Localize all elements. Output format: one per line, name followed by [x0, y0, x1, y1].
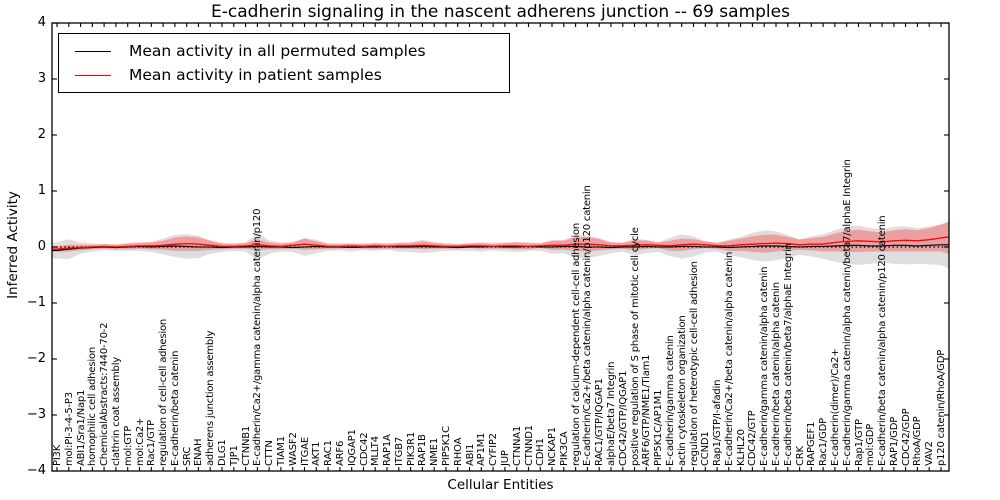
x-tick-label: PIP5K1C	[441, 426, 452, 466]
x-tick-label: TIAM1	[275, 436, 287, 466]
y-tick-label: 3	[37, 71, 46, 86]
x-tick-label: RAP1A	[382, 434, 393, 466]
x-tick-label: E-cadherin/Ca2+/beta catenin/alpha caten…	[582, 185, 594, 466]
x-tick-label: ABI1	[464, 443, 476, 466]
x-tick-label: E-cadherin/Ca2+/beta catenin/alpha caten…	[723, 251, 735, 466]
y-tick-label: 2	[37, 127, 46, 142]
x-tick-label: homophilic cell adhesion	[87, 346, 99, 466]
x-tick-label: CTNNA1	[511, 425, 523, 466]
legend: Mean activity in all permuted samples Me…	[58, 33, 510, 93]
x-tick-label: VAV2	[924, 441, 936, 466]
x-tick-label: CDC42/GTP/IQGAP1	[617, 370, 629, 466]
x-tick-label: Rac1/GDP	[818, 418, 830, 466]
y-tick-label: −3	[26, 407, 46, 422]
x-tick-label: ITGB7	[393, 436, 405, 466]
x-tick-label: RAP1B	[417, 434, 429, 466]
x-tick-label: mol:GTP	[122, 425, 134, 466]
series-line-1	[52, 236, 950, 250]
x-tick-label: PIK3R1	[405, 431, 417, 466]
x-tick-label: adherens junction assembly	[205, 330, 217, 466]
red-line-swatch	[75, 74, 111, 76]
x-tick-label: E-cadherin/beta catenin/alpha catenin	[771, 282, 782, 466]
x-tick-label: mol:Ca2+	[134, 417, 146, 466]
y-tick-label: −2	[26, 351, 46, 366]
x-tick-label: mol:GDP	[865, 423, 877, 466]
x-tick-label: Rac1/GTP	[146, 419, 158, 466]
x-tick-label: AP1M1	[476, 432, 488, 466]
x-tick-label: AKT1	[311, 441, 323, 466]
x-tick-label: CDH1	[535, 438, 547, 466]
x-tick-label: regulation of cell-cell adhesion	[158, 319, 170, 466]
legend-label: Mean activity in patient samples	[129, 66, 382, 84]
x-tick-label: ABI1/Sra1/Nap1	[75, 389, 87, 466]
x-tick-label: E-cadherin/beta catenin/beta7/alphaE Int…	[782, 243, 794, 466]
x-tick-label: E-cadherin/Ca2+/gamma catenin/alpha cate…	[252, 208, 264, 466]
x-tick-label: RAC1	[323, 440, 335, 466]
x-tick-label: Rap1/GTP	[853, 419, 865, 466]
x-tick-label: NCKAP1	[547, 427, 558, 466]
x-tick-label: E-cadherin/gamma catenin/alpha catenin	[759, 266, 771, 466]
x-axis-label: Cellular Entities	[447, 477, 554, 493]
x-tick-label: regulation of calcium-dependent cell-cel…	[570, 222, 582, 466]
x-tick-label: CRK	[794, 446, 806, 466]
x-tick-label: RhoA/GDP	[912, 416, 924, 467]
x-tick-label: ARF6	[334, 440, 346, 466]
x-tick-label: NME1	[429, 438, 441, 466]
x-tick-label: actin cytoskeleton organization	[676, 315, 688, 466]
x-tick-label: CTTN	[264, 440, 276, 466]
x-tick-label: E-cadherin/beta catenin/alpha catenin/p1…	[877, 215, 889, 466]
black-line-swatch	[75, 50, 111, 52]
x-tick-label: CDC42	[358, 432, 370, 466]
x-tick-label: positive regulation of S phase of mitoti…	[629, 227, 641, 466]
chart-title: E-cadherin signaling in the nascent adhe…	[211, 2, 790, 22]
x-tick-label: clathrin coat assembly	[110, 357, 122, 466]
x-tick-label: SRC	[181, 446, 193, 466]
x-tick-label: Rap1/GTP/I-afadin	[712, 379, 724, 466]
y-tick-label: −1	[26, 295, 46, 310]
band-permuted-samples-spread	[52, 220, 949, 269]
y-tick-label: −4	[26, 463, 46, 478]
legend-entry-permuted: Mean activity in all permuted samples	[59, 42, 509, 60]
legend-label: Mean activity in all permuted samples	[129, 42, 426, 60]
x-tick-label: KLHL20	[735, 429, 747, 466]
x-tick-label: E-cadherin(dimer)/Ca2+	[829, 348, 841, 466]
x-tick-label: RAPGEF1	[806, 421, 818, 466]
x-tick-label: CYFIP2	[488, 433, 500, 466]
x-tick-label: TJP1	[228, 445, 240, 466]
x-tick-label: RHOA	[452, 437, 464, 466]
y-tick-label: 1	[37, 183, 46, 198]
x-tick-label: JUP	[499, 450, 511, 466]
x-tick-label: regulation of heterotypic cell-cell adhe…	[688, 261, 700, 466]
x-tick-label: ChemicalAbstracts:7440-70-2	[99, 322, 111, 466]
x-tick-label: PIK3CA	[558, 431, 570, 466]
x-tick-label: RAC1/GTP/IQGAP1	[594, 378, 606, 466]
x-tick-label: alphaE/beta7 Integrin	[606, 361, 617, 466]
x-tick-label: E-cadherin/beta catenin	[169, 350, 181, 466]
x-tick-label: p120 catenin/RhoA/GDP	[936, 349, 947, 466]
x-tick-label: ARF6/GTP/NME1/Tiam1	[641, 354, 653, 466]
x-tick-label: MLLT4	[370, 436, 382, 466]
y-tick-label: 4	[37, 15, 46, 30]
x-tick-label: PIP5K1C/AP1M1	[653, 389, 665, 466]
x-tick-label: E-cadherin/gamma catenin/alpha catenin/b…	[841, 159, 853, 466]
x-tick-label: CTNNB1	[240, 425, 252, 466]
x-tick-label: DLG1	[217, 439, 228, 466]
x-tick-label: RAP1/GDP	[888, 416, 900, 466]
x-tick-label: CCND1	[700, 431, 712, 466]
legend-entry-patient: Mean activity in patient samples	[59, 66, 509, 84]
x-tick-label: CDC42/GDP	[900, 408, 912, 466]
y-tick-label: 0	[37, 239, 46, 254]
x-tick-label: CTNND1	[523, 425, 535, 466]
x-tick-label: mol:PI-3-4-5-P3	[63, 392, 75, 466]
x-tick-label: PI3K	[52, 444, 63, 466]
x-tick-label: WASF2	[287, 432, 299, 466]
x-tick-label: CDC42/GTP	[747, 410, 759, 467]
x-tick-label: ENAH	[193, 438, 205, 466]
x-tick-label: ITGAE	[299, 437, 311, 466]
x-tick-label: IQGAP1	[346, 429, 358, 466]
axis-ticks	[52, 22, 949, 472]
x-tick-label: E-cadherin/gamma catenin	[664, 335, 676, 466]
